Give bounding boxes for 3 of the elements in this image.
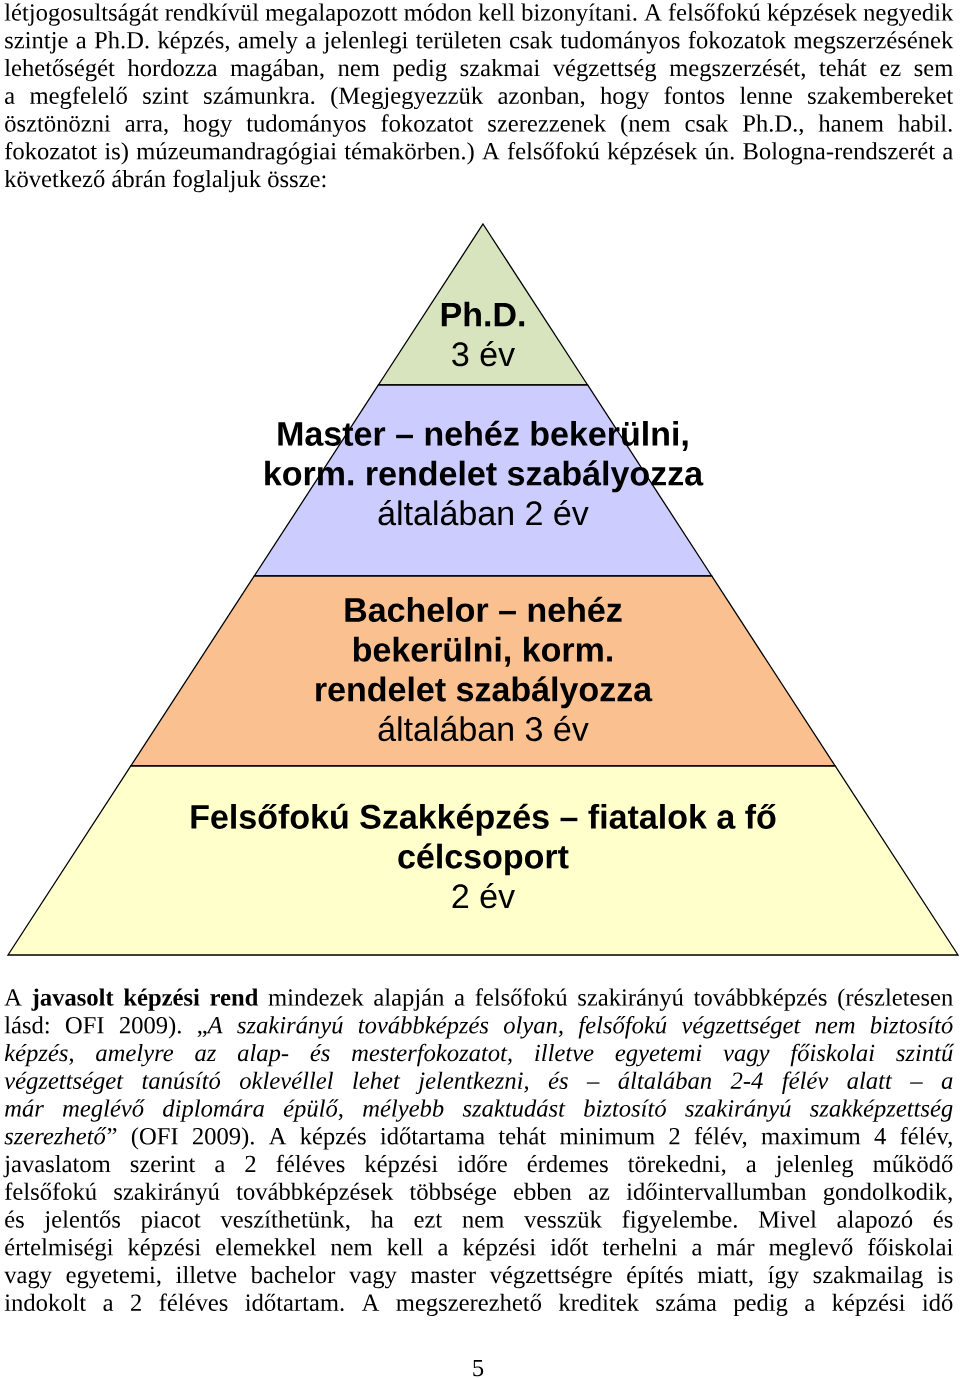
paragraph: létjogosultságát rendkívül megalapozott módon kell bizonyítani. A felsőfokú képzések negyedik szintje a Ph.D. képzés, amely a jelenlegi területen csak tudományos fokozatok megszerzésének lehetőségét hordozza magában, nem pedig szakmai végzettség megszerzését, tehát ez sem a megfelelő szint számunkra. (Megjegyezzük azonban, hogy fontos lenne szakembereket ösztönözni arra, hogy tudományos fokozatot szerezzenek (nem csak Ph.D., hanem habil. fokozatot is) múzeumandragógiai témakörben.) A felsőfokú képzések ún. Bologna-rendszerét a következő ábrán foglaljuk össze: (4, 3, 954, 193)
paragraph: A javasolt képzési rend mindezek alapján a felsőfokú szakirányú továbbképzés (részletesen lásd: OFI 2009). „A szakirányú továbbképzés olyan, felsőfokú végzettséget nem biztosító képzés, amelyre az alap- és mesterfokozatot, illetve egyetemi vagy főiskolai szintű végzettséget tanúsító oklevéllel lehet jelentkezni, és – általában 2-4 félév alatt – a már meglévő diplomára épülő, mélyebb szaktudást biztosító szakirányú szakképzettség szerezhető” (OFI 2009). A képzés időtartama tehát minimum 2 félév, maximum 4 félév, javaslatom szerint a 2 féléves képzési időre érdemes törekedni, a jelenleg működő felsőfokú szakirányú továbbképzések többsége ebben az időintervallumban gondolkodik, és jelentős piacot veszíthetünk, ha ezt nem vesszük figyelembe. Mivel alapozó és értelmiségi képzési elemekkel nem kell a képzési időt terhelni a már meglevő főiskolai vagy egyetemi, illetve bachelor vagy master végzettségre építés miatt, így szakmailag is indokolt a 2 féléves időtartam. A megszerezhető kreditek száma pedig a képzési idő (3, 988, 955, 1317)
page-number: 5 (473, 1359, 484, 1377)
